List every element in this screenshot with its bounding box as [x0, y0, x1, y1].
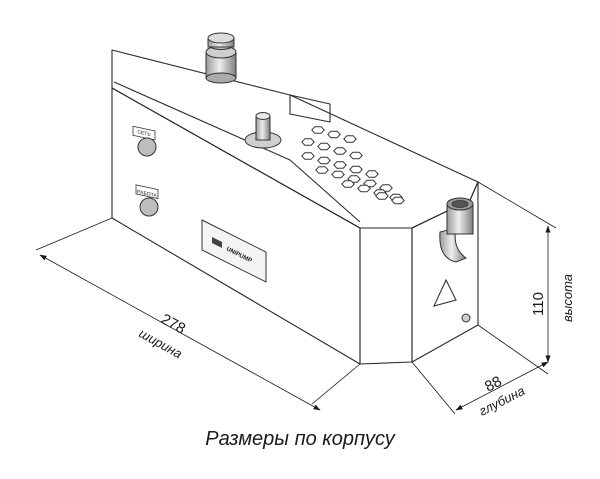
width-value: 278: [158, 311, 188, 338]
indicator-work-label: РАБОТА: [137, 189, 157, 199]
vent-grid: [301, 126, 405, 205]
logo-plate: UNIPUMP: [201, 219, 267, 283]
height-value: 110: [530, 292, 547, 316]
vent-hole: [365, 170, 379, 178]
outlet-elbow: [439, 197, 474, 263]
vent-hole: [311, 126, 325, 134]
height-extension-top: [477, 181, 557, 229]
logo-icon: [212, 237, 222, 248]
vent-hole: [391, 196, 405, 205]
cable-gland: [205, 32, 237, 84]
vent-hole: [357, 184, 371, 193]
depth-extension-right: [477, 324, 549, 375]
vent-hole: [301, 138, 315, 146]
lamp-network: [137, 137, 157, 157]
indicator-work: РАБОТА: [135, 184, 159, 217]
indicator-network: СЕТЬ: [132, 125, 157, 157]
vent-hole: [317, 156, 331, 165]
vent-hole: [341, 180, 355, 188]
vent-hole: [301, 152, 315, 160]
width-extension-left: [35, 217, 113, 251]
vent-hole: [331, 170, 345, 179]
depth-extension-left: [411, 361, 456, 415]
height-label: высота: [560, 274, 575, 322]
indicator-network-label: СЕТЬ: [137, 129, 151, 138]
caption: Размеры по корпусу: [205, 428, 395, 450]
vent-hole: [333, 161, 347, 169]
inlet-tube: [244, 112, 282, 149]
depth-dimension-line: [455, 361, 549, 411]
vent-hole: [333, 147, 347, 155]
width-dimension-line: [39, 254, 321, 411]
width-extension-right: [311, 363, 361, 405]
lamp-work: [139, 197, 159, 217]
vent-hole: [349, 151, 363, 160]
depth-value: 88: [482, 373, 505, 396]
vent-hole: [375, 192, 389, 200]
side-screw: [461, 313, 471, 323]
warning-triangle: [433, 278, 457, 307]
chamfer-face: [359, 227, 413, 365]
vent-hole: [343, 135, 357, 143]
top-face: [111, 49, 479, 229]
vent-hole: [317, 142, 331, 151]
vent-hole: [315, 166, 329, 174]
vent-hole: [327, 130, 341, 139]
vent-hole: [349, 165, 363, 174]
